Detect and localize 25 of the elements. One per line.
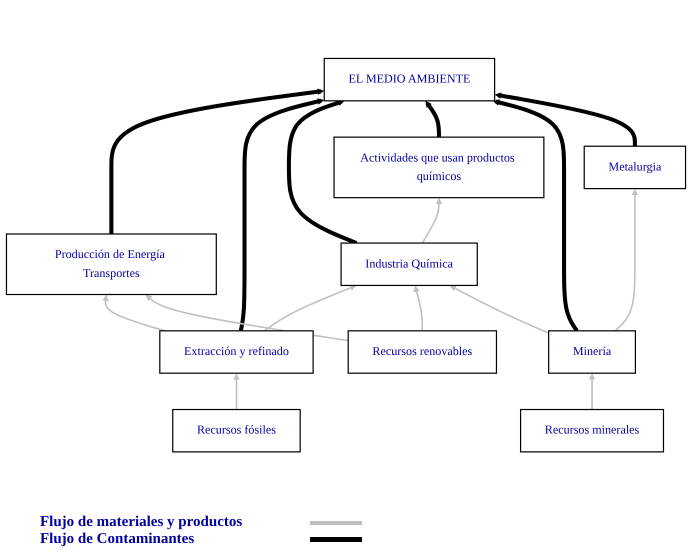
- arrow: [588, 373, 596, 410]
- node-box: Recursos renovables: [348, 330, 498, 374]
- node-box: Industria Química: [340, 242, 478, 286]
- legend-text: Flujo de materiales y productos: [40, 514, 244, 531]
- arrow: [414, 285, 424, 331]
- arrow: [425, 100, 441, 137]
- arrow: [492, 99, 579, 332]
- node-box: EL MEDIO AMBIENTE: [324, 58, 496, 102]
- node-box: Recursos minerales: [520, 408, 664, 452]
- legend-text: Flujo de Contaminantes: [40, 531, 196, 548]
- arrow: [238, 98, 324, 332]
- arrow: [422, 198, 442, 244]
- arrow: [233, 373, 240, 410]
- arrow: [102, 294, 166, 332]
- arrow: [109, 88, 324, 234]
- node-box: Recursos fósiles: [172, 408, 301, 452]
- node-box: Actividades que usan productos químicos: [333, 136, 544, 198]
- arrow: [494, 92, 637, 146]
- node-box: Metalurgia: [584, 145, 686, 190]
- arrow: [450, 285, 549, 334]
- arrow: [264, 284, 357, 332]
- node-box: Extracción y refinado: [159, 330, 314, 374]
- node-box: Producción de Energía Transportes: [6, 233, 217, 295]
- arrow: [614, 188, 638, 332]
- node-box: Minería: [548, 330, 636, 374]
